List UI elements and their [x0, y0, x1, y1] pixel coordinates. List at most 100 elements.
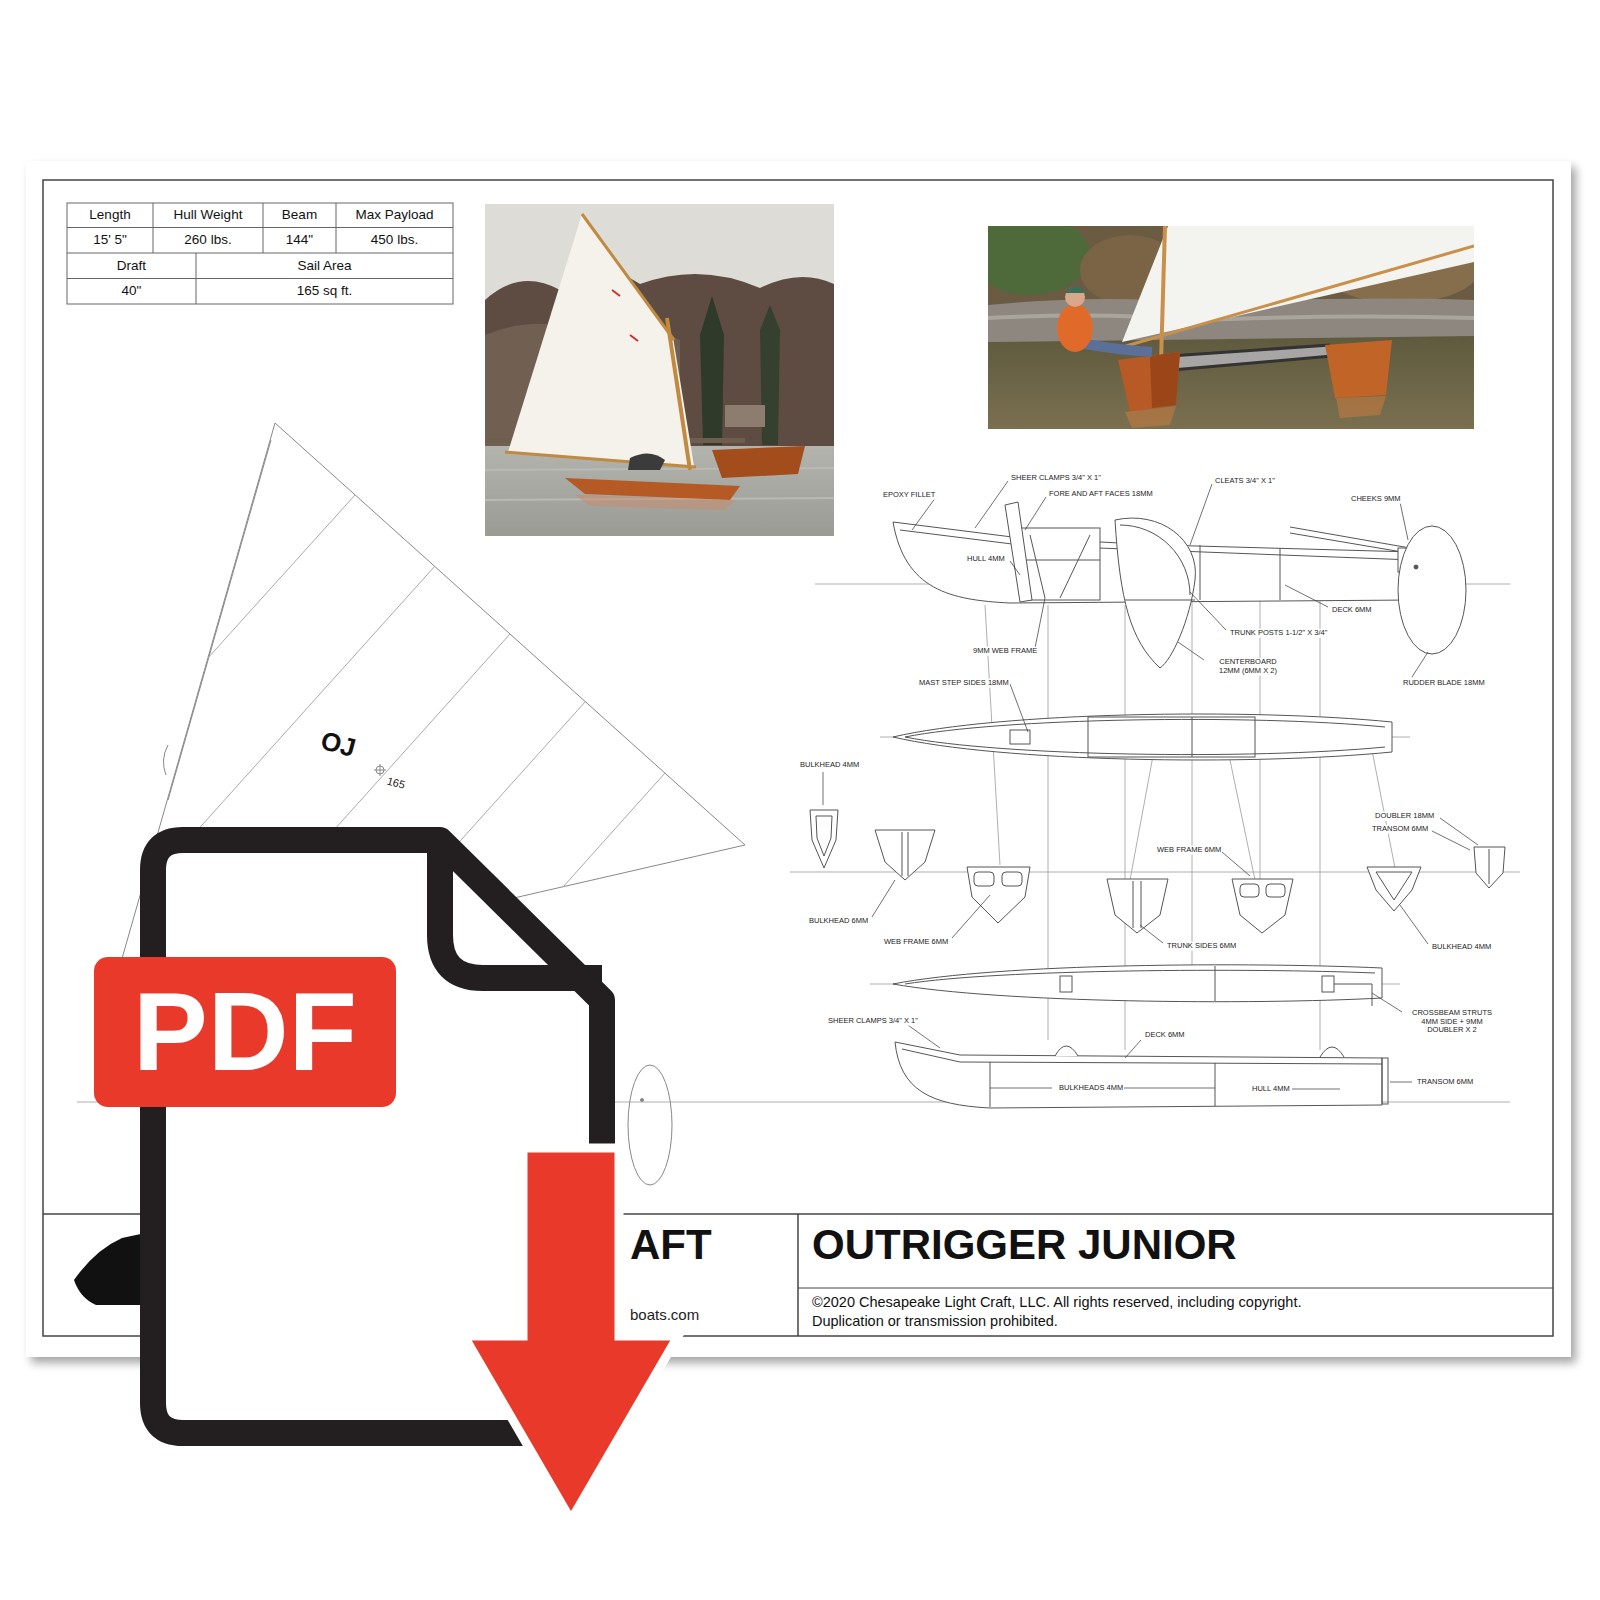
part-callout: FORE AND AFT FACES 18MM — [1048, 490, 1154, 499]
photo — [1336, 396, 1386, 418]
photo — [628, 453, 665, 470]
leader-line — [1400, 905, 1428, 944]
leader-line — [1412, 652, 1428, 677]
part-callout: CROSSBEAM STRUTS 4MM SIDE + 9MM DOUBLER … — [1405, 1009, 1499, 1035]
title-block-line — [797, 1214, 799, 1336]
photo — [1085, 344, 1152, 352]
table-cell: 260 lbs. — [184, 232, 231, 248]
photo — [1161, 226, 1165, 362]
part-callout: 9MM WEB FRAME — [972, 647, 1038, 656]
leader-line — [1432, 831, 1470, 850]
sail-plan — [168, 440, 271, 800]
table-cell: Max Payload — [355, 207, 433, 223]
hull-section — [1240, 884, 1259, 897]
hull-profile — [1020, 528, 1100, 600]
logo — [74, 1232, 150, 1305]
part-callout: CLEATS 3/4" X 1" — [1214, 477, 1276, 486]
part-callout: BULKHEADS 4MM — [1058, 1084, 1124, 1093]
table-cell: Length — [89, 207, 130, 223]
ama-plan — [893, 965, 1382, 1002]
photo — [700, 296, 724, 445]
leader-line — [1190, 484, 1212, 545]
hull-profile — [1020, 560, 1100, 561]
hull-section — [967, 867, 1030, 923]
hull-section — [908, 832, 909, 876]
hull-section — [1367, 867, 1421, 911]
part-callout: HULL 4MM — [1251, 1085, 1291, 1094]
leader-line — [1222, 852, 1250, 876]
hull-section — [1133, 881, 1134, 928]
spec-table — [67, 227, 453, 228]
spec-table — [153, 203, 154, 253]
photo — [612, 290, 620, 296]
hull-section — [875, 830, 935, 880]
photo — [1118, 352, 1180, 412]
leader-line — [1292, 1089, 1340, 1090]
hull-plan — [893, 714, 1392, 760]
leader-line — [872, 880, 895, 917]
table-cell: 165 sq ft. — [297, 283, 353, 299]
table-cell: 15' 5" — [93, 232, 127, 248]
leader-line — [1400, 502, 1408, 540]
document-fold — [440, 840, 602, 978]
ama-profile — [1055, 1046, 1078, 1056]
hull-plan — [1088, 717, 1255, 757]
part-callout: BULKHEAD 6MM — [808, 917, 869, 926]
photo — [505, 452, 696, 467]
spec-table — [336, 203, 337, 253]
photo — [485, 204, 834, 536]
ama-profile — [1320, 1047, 1344, 1057]
leader-line — [823, 481, 1478, 1089]
hull-section — [1107, 879, 1168, 933]
photo — [485, 446, 834, 536]
part-callout: WEB FRAME 6MM — [883, 938, 949, 947]
leader-line — [912, 497, 936, 530]
baseline — [1130, 745, 1155, 880]
title-block-cell: OUTRIGGER JUNIOR©2020 Chesapeake Light C… — [812, 1222, 1301, 1331]
part-callout: CHEEKS 9MM — [1350, 495, 1402, 504]
ama-plan — [1322, 976, 1334, 992]
ama-profile — [1382, 1058, 1388, 1104]
spec-table — [196, 253, 197, 304]
photo — [575, 495, 735, 510]
hull-profile — [1120, 525, 1190, 595]
part-callout: CENTERBOARD 12MM (6MM X 2) — [1207, 658, 1289, 675]
ama-profile — [1215, 1063, 1216, 1106]
leader-line — [1125, 1040, 1141, 1058]
spec-table — [67, 278, 453, 279]
photo — [1122, 226, 1474, 342]
sail-plan — [641, 1099, 644, 1102]
leader-line — [1178, 642, 1204, 660]
photo — [988, 226, 1090, 295]
hull-profile — [1125, 600, 1195, 601]
hull-section — [1141, 881, 1142, 928]
hull-section — [1474, 847, 1505, 888]
leader-line — [1372, 993, 1402, 1012]
table-cell: Hull Weight — [174, 207, 243, 223]
sail-plan — [563, 773, 665, 887]
photo — [1170, 345, 1330, 356]
body-text: Duplication or transmission prohibited. — [812, 1312, 1301, 1331]
sail-plan — [380, 764, 381, 776]
leader-line — [823, 772, 824, 805]
title-text: PDF — [133, 976, 357, 1088]
hull-section — [1232, 879, 1293, 933]
leader-line — [1124, 1088, 1215, 1089]
part-callout: MAST STEP SIDES 18MM — [918, 679, 1010, 688]
photo — [1150, 352, 1180, 408]
photo — [1172, 356, 1332, 370]
photo — [630, 335, 638, 341]
hull-section — [1376, 872, 1412, 900]
part-callout: SHEER CLAMPS 3/4" X 1" — [1010, 474, 1102, 483]
hull-profile — [1280, 548, 1281, 600]
hull-section — [902, 832, 903, 876]
spec-table — [67, 203, 453, 304]
table-cell: 450 lbs. — [371, 232, 418, 248]
ama-plan — [1215, 966, 1216, 1001]
hull-profile — [1060, 535, 1090, 598]
part-callout: DOUBLER 18MM — [1374, 812, 1435, 821]
leader-line — [1035, 598, 1045, 648]
ama-plan — [905, 970, 1375, 984]
hull-plan — [1010, 730, 1030, 744]
